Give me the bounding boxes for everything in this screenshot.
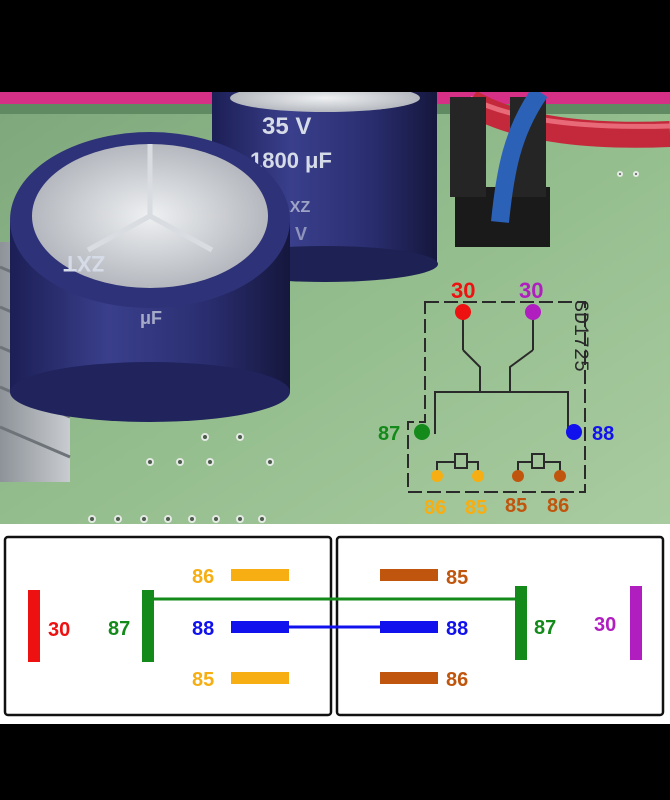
capacitor-front: ZXT μF bbox=[10, 132, 290, 422]
photo-label-30-left: 30 bbox=[451, 278, 475, 303]
left-pin-85-bar bbox=[231, 672, 289, 684]
red-wire-highlight bbox=[468, 95, 670, 129]
pin-dot-85-a bbox=[472, 470, 484, 482]
photo-label-86-b: 86 bbox=[547, 495, 569, 517]
pin-dot-30-right bbox=[525, 304, 541, 320]
left-label-30: 30 bbox=[48, 619, 70, 641]
right-label-87: 87 bbox=[534, 617, 556, 639]
photo-label-87: 87 bbox=[378, 423, 400, 445]
blue-wire bbox=[491, 92, 548, 223]
left-label-87: 87 bbox=[108, 618, 130, 640]
left-pin-88-bar bbox=[231, 621, 289, 633]
photo-label-85-a: 85 bbox=[465, 497, 487, 519]
pin-dot-87 bbox=[414, 424, 430, 440]
right-label-88: 88 bbox=[446, 618, 468, 640]
pin-dot-86-b bbox=[554, 470, 566, 482]
capacitor-front-text-b: μF bbox=[140, 308, 162, 328]
photo-label-85-b: 85 bbox=[505, 495, 527, 517]
connector-post-left bbox=[450, 97, 486, 197]
right-pin-88-bar bbox=[380, 621, 438, 633]
capacitor-front-text-a: ZXT bbox=[63, 251, 105, 276]
left-label-86: 86 bbox=[192, 566, 214, 588]
left-pin-87-bar bbox=[142, 590, 154, 662]
right-label-30: 30 bbox=[594, 614, 616, 636]
left-label-88: 88 bbox=[192, 618, 214, 640]
capacitor-back-voltage: 35 V bbox=[262, 113, 311, 140]
right-pin-30-bar bbox=[630, 586, 642, 660]
right-pin-87-bar bbox=[515, 586, 527, 660]
pcb-vias bbox=[88, 171, 639, 523]
chip-marking: SD1725 bbox=[568, 300, 591, 372]
red-wire bbox=[463, 92, 670, 148]
right-label-85: 85 bbox=[446, 567, 468, 589]
pin-dot-85-b bbox=[512, 470, 524, 482]
photo-label-88: 88 bbox=[592, 423, 614, 445]
left-label-85: 85 bbox=[192, 669, 214, 691]
right-label-86: 86 bbox=[446, 669, 468, 691]
pin-dot-30-left bbox=[455, 304, 471, 320]
pin-dot-88 bbox=[566, 424, 582, 440]
pcb-photo: 35 V 1800 μF LXZ 35 V ZXT μF bbox=[0, 92, 670, 524]
right-pin-86-bar bbox=[380, 672, 438, 684]
left-pin-30-bar bbox=[28, 590, 40, 662]
photo-label-30-right: 30 bbox=[519, 278, 543, 303]
photo-label-86-a: 86 bbox=[424, 497, 446, 519]
wiring-diagram: 30 87 86 88 85 85 88 86 87 30 bbox=[0, 524, 670, 724]
pin-dot-86-a bbox=[431, 470, 443, 482]
left-pin-86-bar bbox=[231, 569, 289, 581]
right-pin-85-bar bbox=[380, 569, 438, 581]
